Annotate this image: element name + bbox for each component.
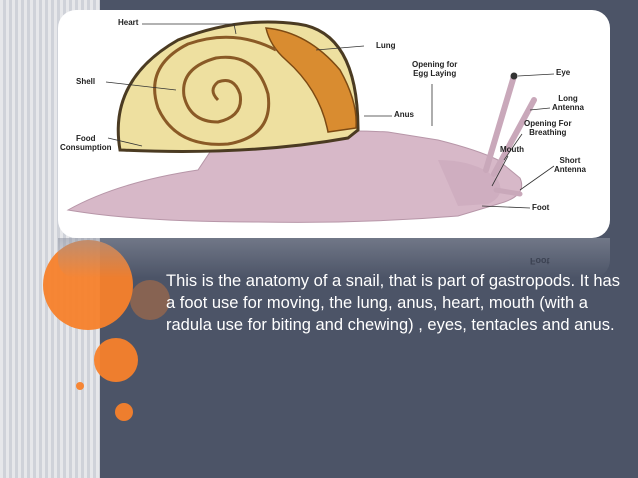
medium-orange-circle <box>94 338 138 382</box>
eye-dot <box>510 72 518 80</box>
short-antenna <box>493 187 523 197</box>
label-long-antenna: Long Antenna <box>552 94 584 113</box>
long-antenna-right <box>491 97 537 177</box>
tiny-orange-circle <box>76 382 84 390</box>
label-lung: Lung <box>376 41 396 50</box>
card-reflection: Foot <box>58 238 610 278</box>
caption-text: This is the anatomy of a snail, that is … <box>166 272 620 334</box>
label-anus: Anus <box>394 110 414 119</box>
long-antenna-left <box>483 73 517 173</box>
shell-spiral <box>153 35 277 146</box>
snail-illustration <box>66 20 555 223</box>
label-heart: Heart <box>118 18 139 27</box>
small-orange-circle <box>115 403 133 421</box>
leader-lines <box>105 23 555 209</box>
reflected-foot-label: Foot <box>530 256 550 266</box>
label-food-consumption: Food Consumption <box>60 134 112 153</box>
faint-circle <box>130 280 170 320</box>
label-short-antenna: Short Antenna <box>554 156 586 175</box>
label-mouth: Mouth <box>500 145 524 154</box>
lung-region <box>265 27 357 133</box>
label-egg-opening: Opening for Egg Laying <box>412 60 458 79</box>
label-breathing-opening: Opening For Breathing <box>524 119 572 138</box>
snail-foot <box>66 130 523 223</box>
label-eye: Eye <box>556 68 571 77</box>
label-shell: Shell <box>76 77 96 86</box>
label-foot: Foot <box>532 203 550 212</box>
snail-diagram-card: Heart Shell Food Consumption Lung Openin… <box>58 10 610 238</box>
